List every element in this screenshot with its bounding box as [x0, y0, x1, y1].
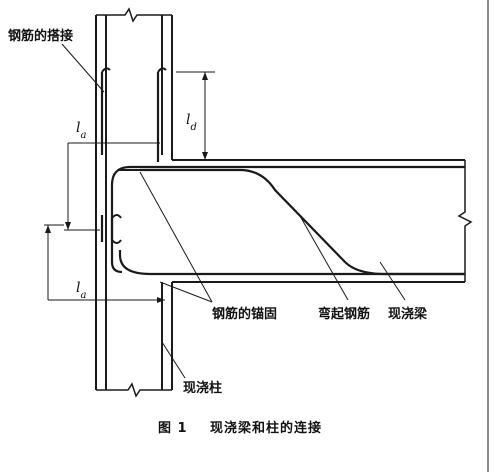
column-top-break: [96, 7, 172, 23]
dimension-la-top-label: la: [76, 120, 86, 141]
column-bottom-break: [96, 382, 172, 398]
label-cast-column: 现浇柱: [183, 380, 222, 396]
beam-bottom-rebar: [118, 250, 465, 276]
label-bent-bar: 弯起钢筋: [318, 306, 370, 322]
beam: [110, 159, 473, 283]
dimension-la-top: la: [64, 120, 160, 231]
label-anchorage: 钢筋的锚固: [212, 306, 277, 322]
lap-splice-bars: [100, 67, 167, 162]
dimension-ld: ld: [176, 71, 215, 160]
column: [95, 7, 173, 398]
bent-up-rebar: [140, 168, 465, 276]
lap-bar-left-hook: [101, 67, 111, 73]
mid-lap-hook: [111, 214, 122, 219]
label-cast-beam: 现浇梁: [388, 306, 428, 322]
dimension-la-bottom: la: [44, 224, 165, 303]
dimension-la-bottom-label: la: [76, 280, 86, 301]
beam-top-rebar: [110, 165, 465, 274]
lap-bar-right-hook: [157, 67, 167, 73]
mid-lap-hook-2: [111, 239, 122, 244]
label-lap-splice: 钢筋的搭接: [8, 28, 73, 44]
caption-title: 现浇梁和柱的连接: [210, 420, 322, 436]
dimension-ld-label: ld: [186, 112, 197, 133]
leader-lines: [61, 43, 406, 379]
caption-figure-number: 图 1: [158, 421, 188, 436]
beam-right-break: [457, 160, 473, 282]
